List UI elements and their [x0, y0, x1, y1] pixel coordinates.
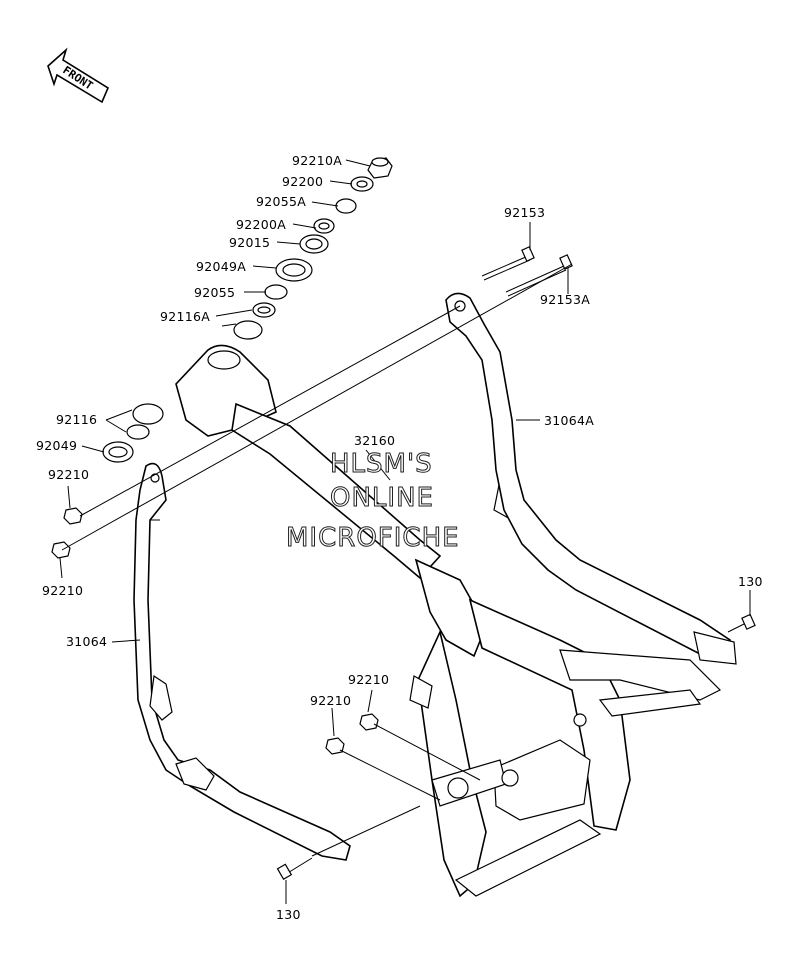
label-130-right: 130	[738, 574, 763, 589]
leader-lines	[59, 159, 751, 904]
steering-stem-nut	[367, 157, 393, 179]
label-92015: 92015	[229, 235, 270, 250]
label-92049A: 92049A	[196, 259, 246, 274]
watermark-line-3: MICROFICHE	[286, 523, 460, 553]
seal-92116A-lower	[233, 320, 263, 340]
label-31064A: 31064A	[544, 413, 594, 428]
bearing-92116	[126, 403, 164, 440]
label-92210-center-b: 92210	[310, 693, 351, 708]
alignment-lines	[61, 263, 573, 857]
label-92116A: 92116A	[160, 309, 210, 324]
label-92055A: 92055A	[256, 194, 306, 209]
main-frame-32160	[175, 344, 722, 898]
bolt-130-right	[727, 613, 756, 633]
label-92116: 92116	[56, 412, 97, 427]
bearing-race-92049	[102, 441, 134, 463]
washer-92200A	[313, 218, 335, 234]
label-31064: 31064	[66, 634, 107, 649]
oring-92055A	[335, 198, 357, 214]
watermark: HLSM'S ONLINE MICROFICHE	[286, 449, 460, 554]
nut-92210-center-b	[325, 737, 345, 755]
label-92210-lower: 92210	[42, 583, 83, 598]
frame-rail-31064	[133, 462, 351, 861]
front-arrow-icon: FRONT	[47, 47, 110, 104]
label-92153: 92153	[504, 205, 545, 220]
nut-92210-center-a	[359, 713, 379, 731]
bolt-130-bottom	[276, 857, 313, 881]
bearing-race-92049A	[275, 258, 313, 282]
label-92153A: 92153A	[540, 292, 590, 307]
label-32160: 32160	[354, 433, 395, 448]
label-92055: 92055	[194, 285, 235, 300]
nut-92210-lower	[51, 541, 71, 559]
label-92049: 92049	[36, 438, 77, 453]
label-130-bottom: 130	[276, 907, 301, 922]
bearing-92015	[299, 234, 329, 254]
washer-92200	[350, 176, 374, 192]
oring-92055	[264, 284, 288, 300]
nut-92210-upper	[63, 507, 83, 525]
label-92200A: 92200A	[236, 217, 286, 232]
bolt-92153	[481, 246, 535, 281]
label-92200: 92200	[282, 174, 323, 189]
label-92210-center-a: 92210	[348, 672, 389, 687]
bearing-92116A	[252, 302, 276, 318]
watermark-line-2: ONLINE	[330, 483, 434, 513]
frame-rail-31064A	[445, 292, 737, 665]
watermark-line-1: HLSM'S	[330, 449, 433, 479]
label-92210A: 92210A	[292, 153, 342, 168]
label-92210-upper: 92210	[48, 467, 89, 482]
